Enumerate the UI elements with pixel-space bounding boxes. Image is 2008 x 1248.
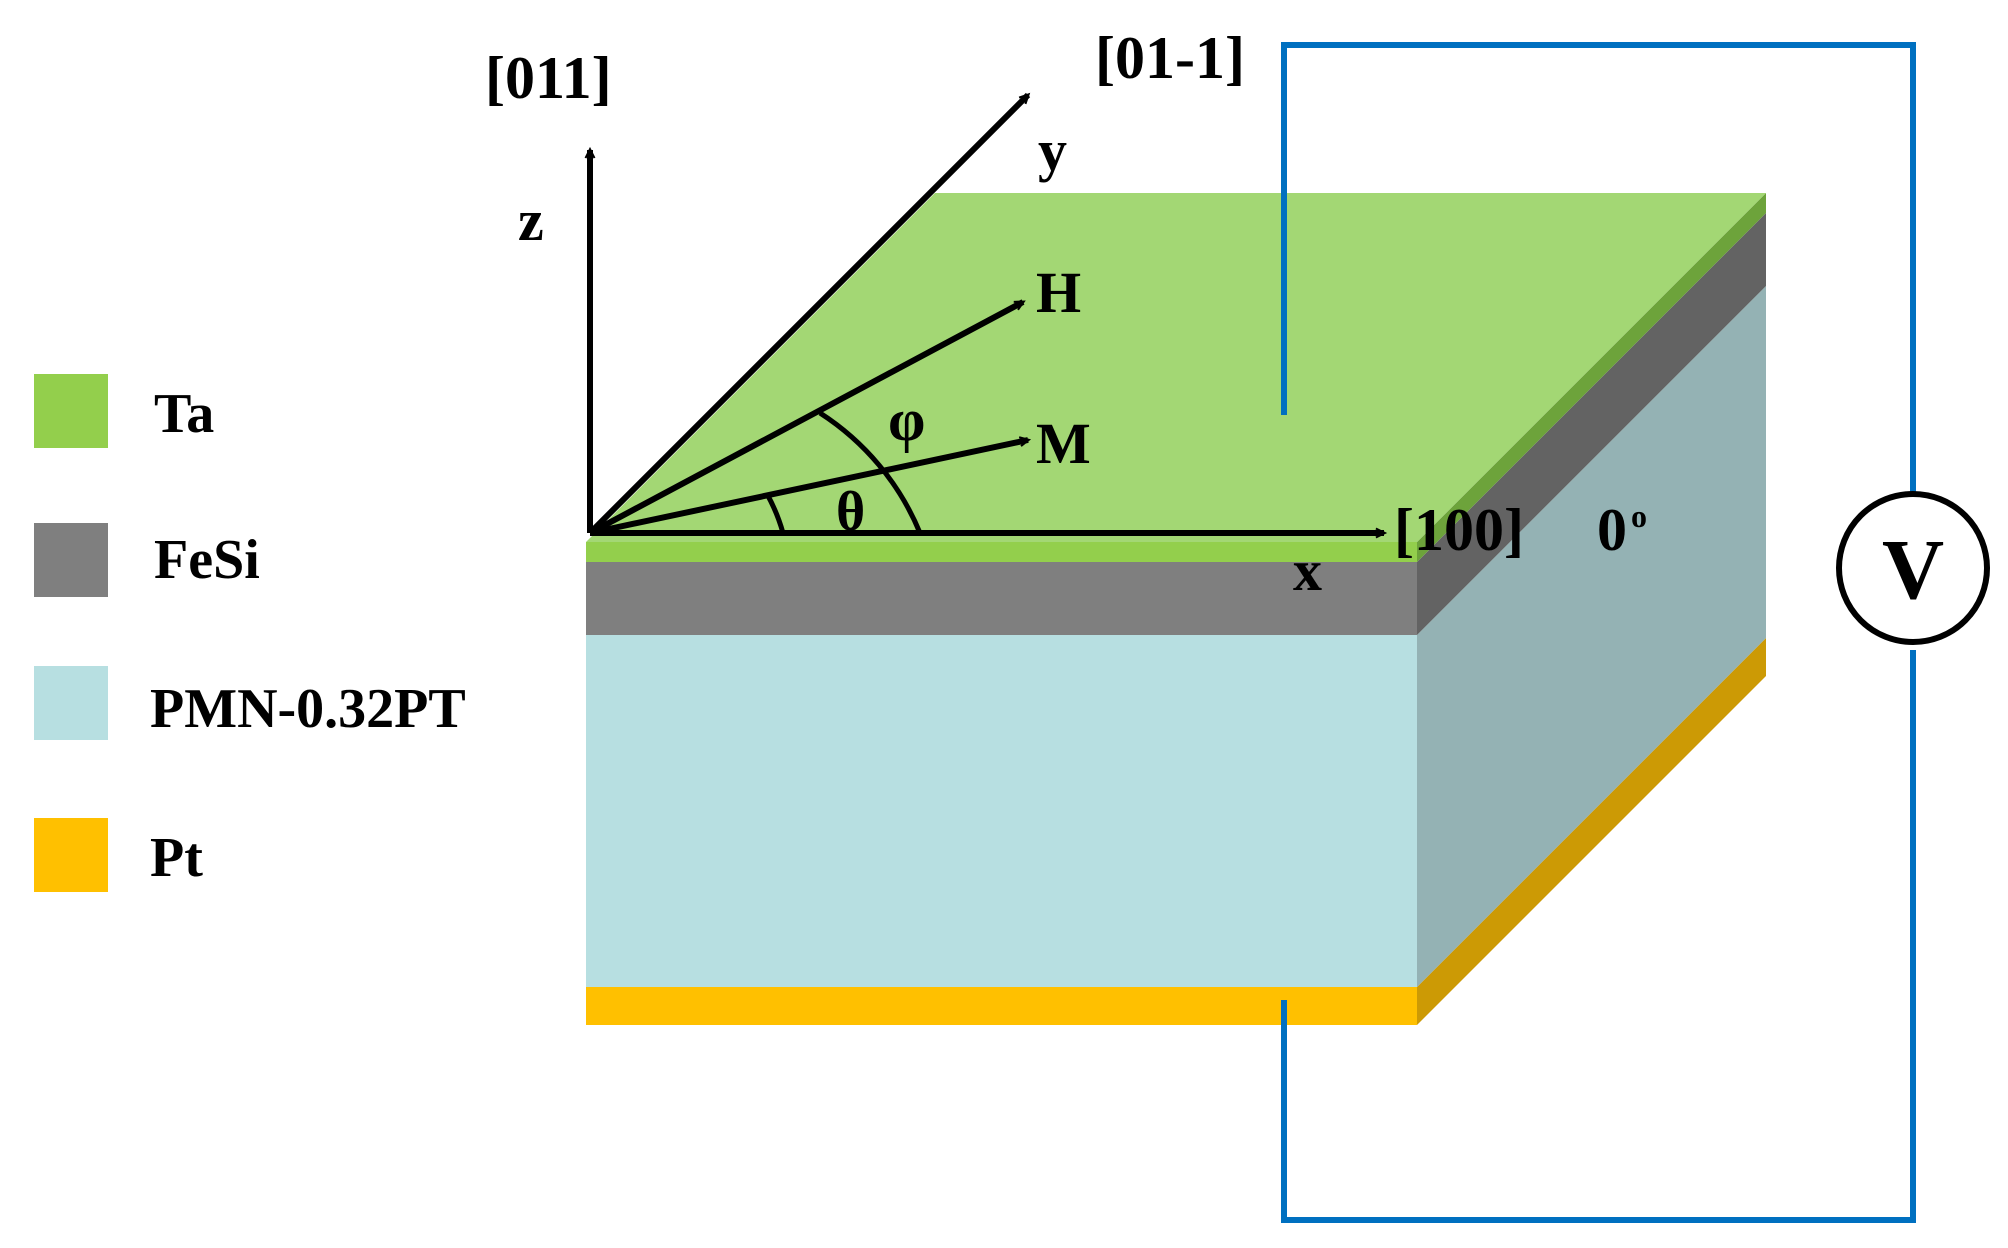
z-axis-label: z [518,188,544,253]
y-axis-arrow [587,92,1031,536]
field-angle-arc [818,410,923,534]
x-angle-unit-label: o [1631,498,1647,534]
legend: Ta FeSi PMN-0.32PT Pt [34,374,466,892]
pt-side-face [1417,638,1766,1025]
voltmeter [1836,491,1990,645]
legend-swatch-pmn [34,666,108,740]
y-axis-label: y [1038,118,1067,183]
field-vector-arrow [588,299,1026,536]
legend-swatch-fesi [34,523,108,597]
x-angle-label: 0 [1597,497,1627,563]
field-angle-label: φ [888,387,925,453]
voltmeter-symbol: V [1882,521,1944,617]
legend-label-ta: Ta [154,383,214,445]
pmn-front-face [586,635,1417,987]
ta-top-face [586,193,1766,542]
axes-and-vectors [584,92,1388,539]
top-wire [1281,42,1916,492]
magnetization-angle-label: θ [836,481,865,543]
voltage-circuit: V [1281,42,1990,1223]
magnetization-vector-arrow [589,436,1032,536]
x-direction-label: [100] [1394,497,1524,563]
legend-label-pmn: PMN-0.32PT [150,678,466,740]
legend-swatch-ta [34,374,108,448]
magnetization-angle-arc [764,492,786,534]
pt-front-face [586,987,1417,1025]
magnetization-vector-label: M [1036,411,1091,476]
ta-front-face [586,542,1417,562]
legend-swatch-pt [34,818,108,892]
layer-stack [586,193,1766,1025]
ta-side-face [1417,193,1766,562]
legend-label-fesi: FeSi [154,529,260,591]
pmn-side-face [1417,286,1766,987]
diagram-labels: [011] z [01-1] y H φ M θ [100] x 0 o [485,25,1647,603]
bottom-wire [1281,650,1916,1223]
z-direction-label: [011] [485,45,612,111]
y-direction-label: [01-1] [1095,25,1245,91]
fesi-front-face [586,562,1417,635]
x-axis-label: x [1293,538,1322,603]
legend-label-pt: Pt [150,827,203,889]
field-vector-label: H [1036,260,1081,325]
fesi-side-face [1417,213,1766,635]
